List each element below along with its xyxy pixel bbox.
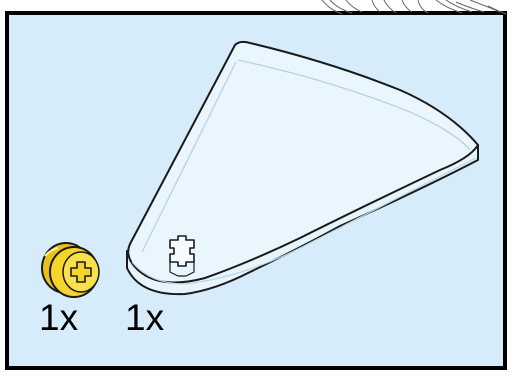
technic-half-bush-icon — [41, 242, 100, 298]
background-sketch-lines — [321, 0, 507, 15]
quantity-label-plate: 1x — [125, 297, 165, 338]
axle-hole-icon — [169, 235, 195, 277]
quarter-round-plate-icon — [126, 40, 479, 296]
quantity-label-bush: 1x — [39, 297, 79, 338]
